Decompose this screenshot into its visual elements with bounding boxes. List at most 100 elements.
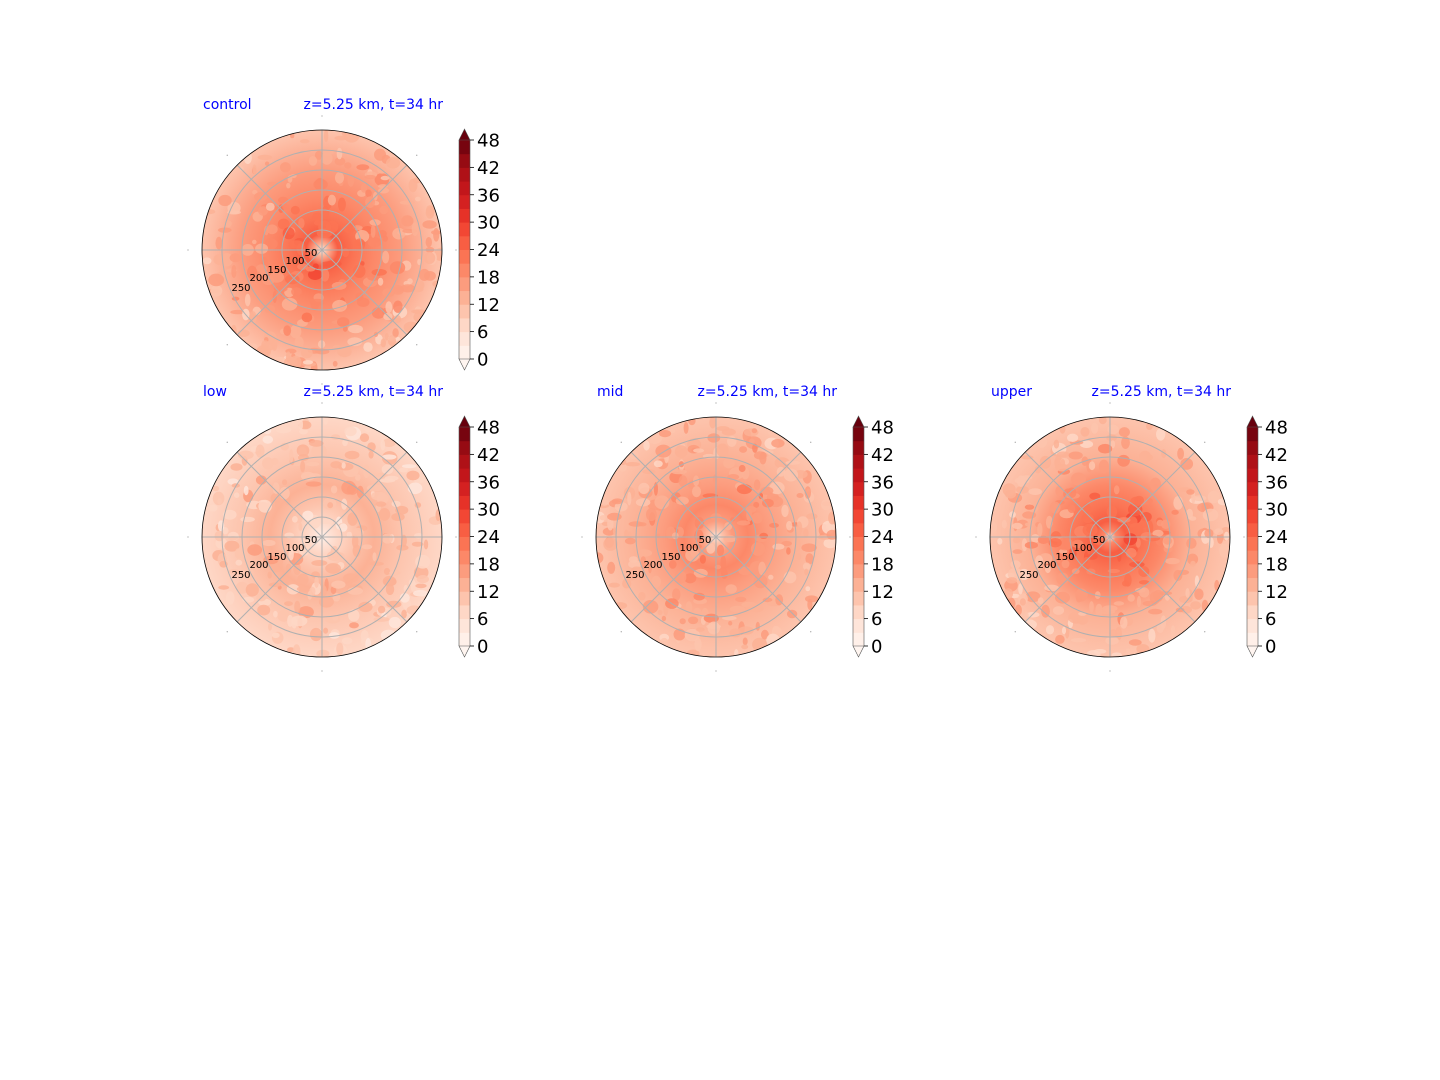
contour-patch: [1136, 595, 1142, 608]
contour-patch: [283, 325, 292, 336]
contour-patch: [1156, 519, 1164, 527]
contour-patch: [214, 530, 225, 542]
contour-patch: [371, 268, 387, 276]
contour-patch: [1110, 440, 1116, 449]
contour-patch: [685, 601, 693, 614]
contour-patch: [280, 162, 291, 173]
colorbar-tick-label: 36: [871, 472, 894, 493]
contour-patch: [264, 238, 278, 250]
contour-patch: [660, 637, 669, 648]
theta-tick-mark: [226, 631, 228, 633]
contour-patch: [603, 537, 618, 551]
contour-patch: [745, 506, 757, 513]
colorbar-tick-label: 24: [477, 240, 500, 261]
colorbar-level: [853, 563, 864, 579]
contour-patch: [296, 586, 311, 592]
contour-patch: [359, 433, 370, 443]
colorbar-tick-label: 18: [871, 554, 894, 575]
contour-patch: [693, 475, 700, 487]
contour-patch: [243, 485, 249, 496]
contour-patch: [234, 492, 240, 499]
radial-tick-label: 250: [231, 283, 250, 294]
panel-title: z=5.25 km, t=34 hr: [698, 384, 838, 400]
colorbar-level: [459, 276, 470, 292]
colorbar-level: [459, 194, 470, 209]
contour-patch: [768, 574, 774, 580]
contour-patch: [299, 139, 310, 144]
contour-patch: [1080, 427, 1090, 437]
contour-patch: [208, 273, 225, 287]
contour-patch: [298, 522, 303, 531]
theta-tick-mark: [1014, 441, 1016, 443]
contour-patch: [762, 597, 773, 603]
contour-patch: [1186, 537, 1197, 549]
contour-patch: [661, 615, 667, 622]
contour-patch: [646, 507, 657, 522]
contour-patch: [625, 462, 641, 467]
contour-patch: [699, 554, 707, 564]
polar-frame: [595, 416, 837, 658]
contour-patch: [613, 602, 628, 610]
contour-field: [990, 417, 1230, 657]
contour-patch: [281, 297, 298, 311]
contour-patch: [363, 464, 370, 479]
contour-patch: [267, 181, 277, 186]
contour-patch: [772, 543, 785, 550]
contour-patch: [341, 462, 346, 469]
contour-patch: [380, 175, 390, 181]
contour-patch: [1192, 495, 1207, 502]
contour-patch: [298, 218, 305, 229]
contour-patch: [424, 252, 436, 264]
contour-patch: [1002, 483, 1016, 497]
contour-patch: [334, 157, 346, 166]
contour-patch: [1037, 523, 1043, 537]
contour-patch: [363, 342, 373, 352]
contour-patch: [299, 428, 308, 435]
angular-gridline: [630, 536, 717, 623]
colorbar-tick-label: 48: [477, 131, 500, 152]
contour-patch: [685, 548, 700, 562]
colorbar-level: [459, 290, 470, 305]
contour-patch: [289, 449, 294, 463]
contour-patch: [1041, 604, 1050, 618]
contour-patch: [796, 521, 803, 535]
contour-patch: [293, 544, 307, 550]
contour-patch: [272, 482, 280, 494]
contour-patch: [1010, 560, 1021, 569]
contour-patch: [1055, 591, 1070, 604]
theta-tick-mark: [416, 344, 418, 346]
colorbar-tick-label: 36: [477, 472, 500, 493]
colorbar-level: [459, 181, 470, 196]
colorbar-tick-label: 6: [1265, 609, 1276, 630]
colorbar-level: [459, 522, 470, 537]
radial-tick-label: 100: [1073, 543, 1092, 554]
contour-patch: [1185, 588, 1190, 598]
contour-patch: [1119, 616, 1128, 629]
contour-patch: [257, 154, 273, 160]
contour-patch: [821, 499, 832, 511]
contour-patch: [425, 237, 432, 248]
angular-gridline: [321, 164, 408, 251]
contour-patch: [755, 621, 760, 631]
contour-patch: [1061, 559, 1070, 569]
contour-patch: [1067, 433, 1079, 442]
contour-patch: [807, 598, 813, 611]
contour-patch: [1098, 443, 1113, 454]
contour-patch: [213, 254, 226, 265]
contour-patch: [1024, 522, 1034, 527]
colorbar-tick-label: 0: [477, 350, 488, 371]
contour-patch: [753, 479, 761, 491]
contour-patch: [297, 573, 309, 586]
contour-patch: [406, 470, 420, 481]
colorbar-level: [1247, 481, 1258, 496]
radial-tick-label: 50: [1093, 535, 1106, 546]
colorbar-level: [459, 563, 470, 579]
colorbar-level: [853, 604, 864, 620]
angular-gridline: [321, 451, 408, 538]
contour-patch: [1053, 439, 1060, 449]
contour-patch: [602, 527, 616, 536]
contour-patch: [235, 581, 249, 594]
contour-patch: [638, 591, 646, 601]
theta-tick-mark: [715, 670, 717, 672]
colorbar-level: [1247, 468, 1258, 483]
